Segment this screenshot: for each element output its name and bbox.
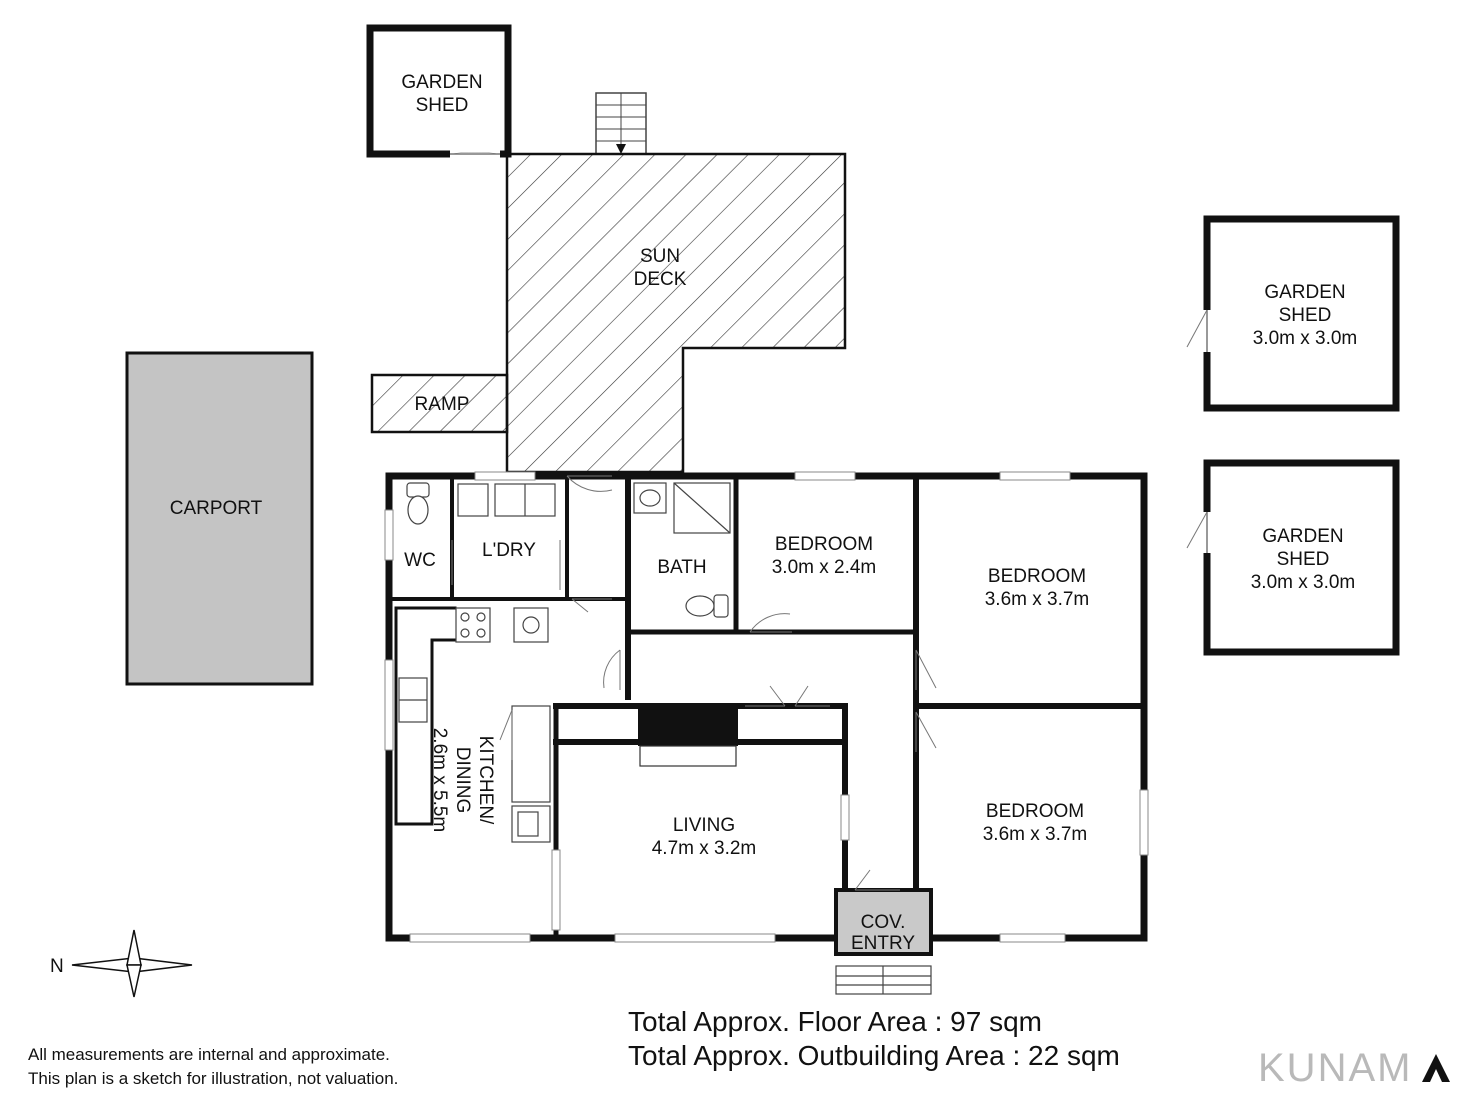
room-label-bath: BATH [657,557,706,578]
entry-steps [835,965,932,995]
total-floor-area: Total Approx. Floor Area : 97 sqm [628,1006,1042,1037]
deck-stairs [595,92,647,155]
room-label-ramp: RAMP [415,394,470,415]
brand-mark-icon [1422,1054,1450,1082]
fixtures [398,482,731,843]
disclaimer-line-1: All measurements are internal and approx… [28,1045,390,1064]
compass-rose [71,929,193,998]
ramp [370,373,509,434]
room-label-kitchen: KITCHEN/DINING2.6m x 5.5m [429,728,496,833]
compass-label: N [50,956,64,977]
total-outbuilding-area: Total Approx. Outbuilding Area : 22 sqm [628,1040,1120,1071]
room-label-entry: COV.ENTRY [851,912,915,954]
garden-shed-top [366,24,512,158]
room-label-carport: CARPORT [170,498,263,519]
brand-logo: KUNAM [1258,1046,1413,1090]
garden-shed-right-1 [1203,215,1400,412]
windows [384,471,1149,943]
doors [451,475,937,891]
room-label-laundry: L'DRY [482,540,536,561]
fireplace [638,706,738,746]
carport-area [125,351,314,686]
garden-shed-right-2 [1203,459,1400,656]
disclaimer-line-2: This plan is a sketch for illustration, … [28,1069,399,1088]
sun-deck [505,152,847,474]
room-label-wc: WC [404,550,436,571]
